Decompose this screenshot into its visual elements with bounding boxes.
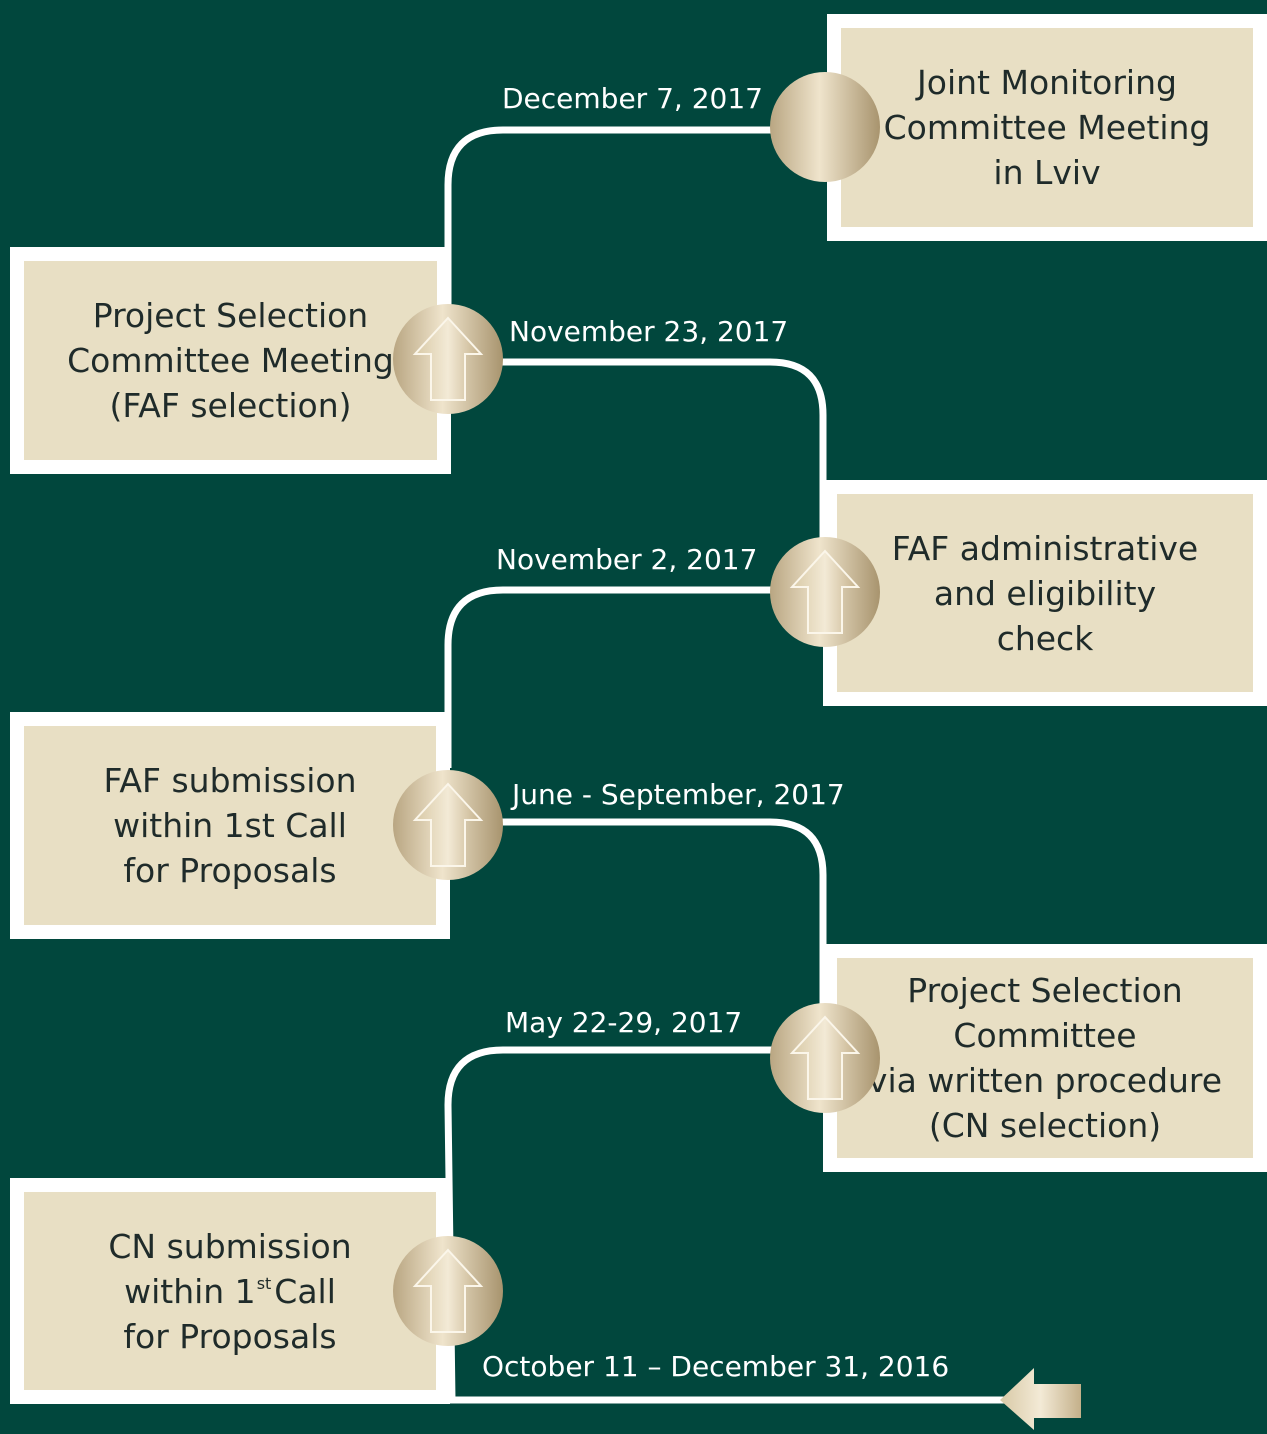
card-line: in Lviv: [993, 153, 1101, 192]
card-line: for Proposals: [123, 1316, 337, 1356]
card-line: via written procedure: [867, 1061, 1223, 1100]
milestone-card-faf-check: FAF administrative and eligibility check: [823, 480, 1267, 706]
card-line: within 1: [124, 1271, 256, 1311]
card-line: Joint Monitoring: [917, 63, 1177, 102]
milestone-date: October 11 – December 31, 2016: [482, 1350, 950, 1383]
milestone-card-faf-submission: FAF submission within 1st Call for Propo…: [10, 712, 450, 939]
card-line-with-superscript: within 1stCall: [124, 1269, 336, 1314]
milestone-node-cn-submission: [391, 1234, 505, 1348]
milestone-node-jmc-meeting: [768, 70, 882, 184]
up-arrow-icon: [393, 1236, 503, 1346]
milestone-date: November 2, 2017: [496, 543, 758, 576]
up-arrow-icon: [770, 1003, 880, 1113]
milestone-card-jmc-meeting: Joint Monitoring Committee Meeting in Lv…: [827, 14, 1267, 241]
card-line: Project Selection: [92, 296, 369, 335]
ordinal-superscript: st: [256, 1273, 272, 1293]
card-line: Committee: [953, 1016, 1137, 1055]
card-line-suffix: Call: [274, 1271, 336, 1311]
milestone-card-psc-written: Project Selection Committee via written …: [823, 944, 1267, 1172]
milestone-date: November 23, 2017: [509, 315, 789, 348]
up-arrow-icon: [393, 770, 503, 880]
card-line: CN submission: [108, 1226, 352, 1266]
milestone-node-psc-meeting: [391, 302, 505, 416]
milestone-node-faf-check: [768, 535, 882, 649]
card-line: and eligibility: [933, 573, 1157, 613]
start-marker: [998, 1366, 1082, 1434]
circle-icon: [770, 72, 880, 182]
milestone-date: June - September, 2017: [512, 778, 845, 811]
milestone-node-psc-written: [768, 1001, 882, 1115]
card-line: FAF submission: [103, 761, 357, 800]
up-arrow-icon: [770, 537, 880, 647]
card-line: FAF administrative: [891, 528, 1199, 568]
card-line: (CN selection): [928, 1106, 1162, 1145]
card-line: check: [996, 618, 1094, 658]
milestone-card-psc-meeting: Project Selection Committee Meeting (FAF…: [10, 247, 451, 474]
milestone-card-cn-submission: CN submission within 1stCall for Proposa…: [10, 1178, 450, 1404]
card-line: within 1st Call: [113, 806, 347, 845]
card-line: for Proposals: [123, 851, 337, 890]
milestone-node-faf-submission: [391, 768, 505, 882]
card-line: Committee Meeting: [883, 108, 1211, 147]
card-line: Committee Meeting: [67, 341, 394, 380]
card-line: (FAF selection): [109, 386, 352, 425]
milestone-date: December 7, 2017: [502, 82, 763, 115]
left-arrow-icon: [1000, 1368, 1081, 1430]
up-arrow-icon: [393, 304, 503, 414]
milestone-date: May 22-29, 2017: [505, 1006, 743, 1039]
card-line: Project Selection: [907, 971, 1183, 1010]
